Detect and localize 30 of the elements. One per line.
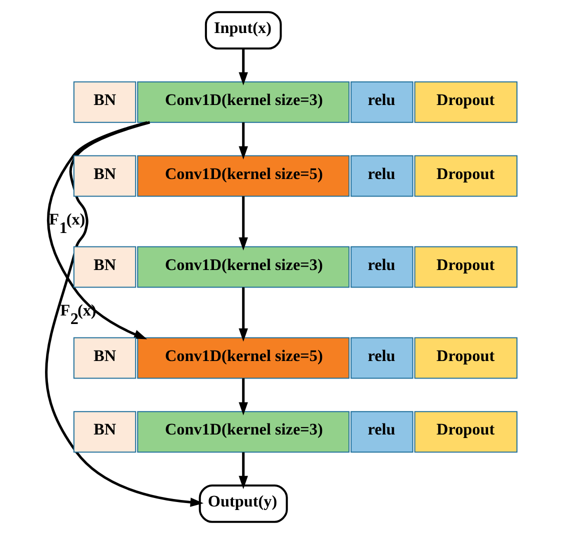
- node-box: Dropout: [414, 155, 518, 197]
- node-box: Input(x): [204, 11, 282, 50]
- arrow: [238, 378, 248, 416]
- node-box: relu: [350, 337, 414, 379]
- node-box: Dropout: [414, 411, 518, 453]
- node-box: Conv1D(kernel size=3): [137, 81, 350, 123]
- node-box: BN: [73, 337, 136, 379]
- arrow: [47, 121, 148, 340]
- node-box: Conv1D(kernel size=3): [137, 411, 350, 453]
- node-box: relu: [350, 81, 414, 123]
- node-box: relu: [350, 246, 414, 288]
- node-box: Output(y): [198, 484, 288, 523]
- node-box: Conv1D(kernel size=5): [137, 337, 350, 379]
- arrow: [238, 48, 248, 86]
- node-box: BN: [73, 81, 136, 123]
- node-box: Dropout: [414, 337, 518, 379]
- arrow: [45, 121, 204, 507]
- arrow: [238, 287, 248, 342]
- node-box: Conv1D(kernel size=3): [137, 246, 350, 288]
- node-box: Dropout: [414, 246, 518, 288]
- arrow: [238, 196, 248, 251]
- node-box: relu: [350, 155, 414, 197]
- arrow: [238, 452, 248, 490]
- node-box: BN: [73, 246, 136, 288]
- node-box: Conv1D(kernel size=5): [137, 155, 350, 197]
- arrow: [238, 122, 248, 160]
- node-box: relu: [350, 411, 414, 453]
- node-box: Dropout: [414, 81, 518, 123]
- node-box: BN: [73, 155, 136, 197]
- node-box: BN: [73, 411, 136, 453]
